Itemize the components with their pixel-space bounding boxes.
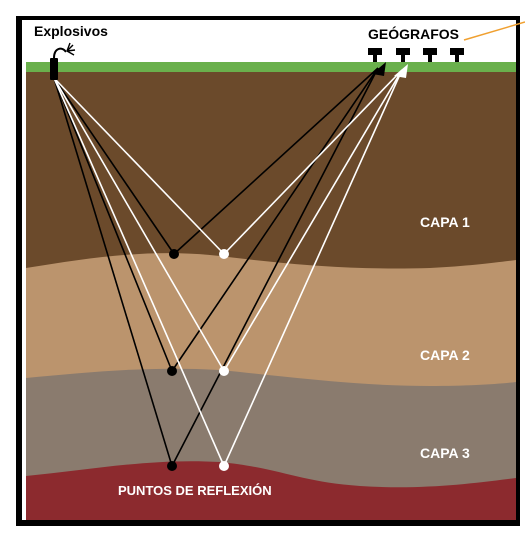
reflected-rays-black (53, 67, 379, 467)
label-puntos-de-reflexion: PUNTOS DE REFLEXIÓN (118, 483, 272, 498)
geophone-icon (423, 48, 437, 62)
reflection-point (167, 461, 177, 471)
reflection-point (219, 249, 229, 259)
geophone-icon (396, 48, 410, 62)
layer-bedrock (26, 461, 516, 520)
geophone-icon (368, 48, 382, 62)
label-explosivos: Explosivos (34, 23, 108, 39)
explosive-charge-icon (50, 42, 76, 80)
label-leader-line (463, 21, 525, 41)
reflection-point (167, 366, 177, 376)
reflection-point (219, 461, 229, 471)
arrow-head-black (372, 62, 386, 76)
reflection-point (219, 366, 229, 376)
ground-surface (26, 62, 516, 72)
reflection-point (169, 249, 179, 259)
label-capa-2: CAPA 2 (420, 347, 470, 363)
geophones (368, 48, 464, 62)
arrow-head-white (394, 64, 408, 78)
label-geografos: GEÓGRAFOS (368, 25, 459, 42)
geophone-icon (450, 48, 464, 62)
label-capa-3: CAPA 3 (420, 445, 470, 461)
label-capa-1: CAPA 1 (420, 214, 470, 230)
reflected-rays-white (53, 69, 403, 467)
